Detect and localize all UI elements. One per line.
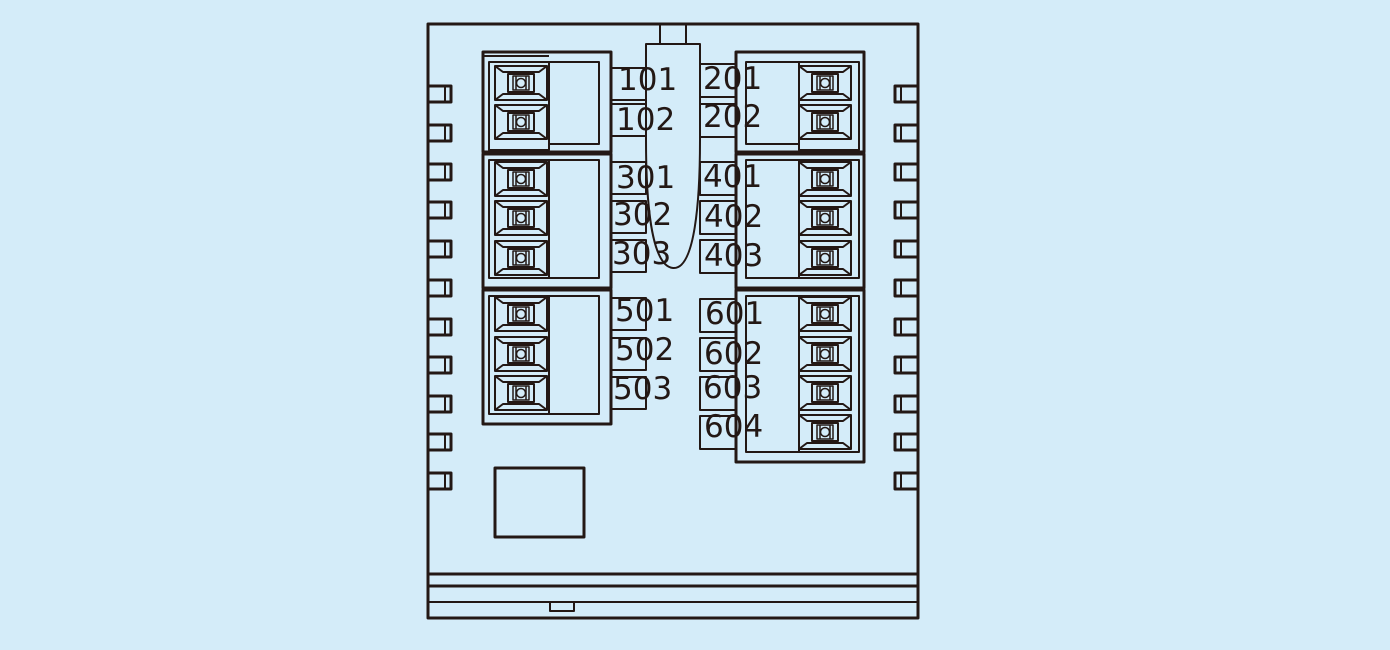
mounting-tab-left	[428, 123, 453, 143]
terminal-label-tabs	[610, 63, 737, 450]
screw-terminal	[494, 161, 548, 197]
screw-terminal	[494, 104, 548, 140]
label-tab	[610, 376, 647, 410]
terminal-label-403: 403	[704, 238, 763, 274]
mounting-tab-left	[428, 162, 453, 182]
mounting-tab-right	[893, 278, 918, 298]
screw-terminal	[798, 200, 852, 236]
label-tab	[610, 67, 647, 101]
mounting-tab-left	[428, 239, 453, 259]
label-tab	[699, 298, 737, 333]
device-housing	[426, 22, 920, 620]
label-tab	[610, 103, 647, 137]
mounting-tab-right	[893, 355, 918, 375]
terminal-label-202: 202	[703, 99, 762, 135]
label-tab	[699, 376, 737, 411]
terminal-label-501: 501	[615, 293, 674, 329]
mounting-tab-left	[428, 432, 453, 452]
terminal-label-601: 601	[705, 296, 764, 332]
terminal-label-101: 101	[618, 62, 677, 98]
terminal-labels: 101 102 201 202 301 302 303 401 402 403 …	[612, 61, 764, 445]
terminal-label-301: 301	[616, 160, 675, 196]
screw-terminal	[494, 240, 548, 276]
terminal-label-201: 201	[703, 61, 762, 97]
mounting-tab-left	[428, 278, 453, 298]
terminal-label-102: 102	[616, 102, 675, 138]
screw-terminal	[798, 296, 852, 332]
label-tab	[610, 337, 647, 371]
terminal-label-401: 401	[703, 159, 762, 195]
terminal-label-502: 502	[615, 332, 674, 368]
terminal-label-604: 604	[704, 409, 763, 445]
label-tab	[699, 415, 737, 450]
terminal-label-603: 603	[703, 370, 762, 406]
screw-terminal	[494, 296, 548, 332]
label-tab	[610, 200, 647, 234]
mounting-tab-left	[428, 471, 453, 491]
screw-terminal	[798, 375, 852, 411]
terminal-label-402: 402	[704, 199, 763, 235]
terminal-label-503: 503	[613, 371, 672, 407]
label-tab	[699, 63, 737, 98]
label-tab	[610, 239, 647, 273]
label-tab	[610, 161, 647, 195]
mounting-tab-right	[893, 123, 918, 143]
mounting-tab-right	[893, 394, 918, 414]
mounting-tab-right	[893, 200, 918, 220]
mounting-tab-left	[428, 84, 453, 104]
screw-terminal	[798, 104, 852, 140]
label-tab	[699, 337, 737, 372]
mounting-tab-right	[893, 162, 918, 182]
screw-terminal	[798, 414, 852, 450]
label-plate	[493, 466, 586, 539]
mounting-tab-right	[893, 432, 918, 452]
screw-terminal	[798, 336, 852, 372]
mounting-tab-left	[428, 355, 453, 375]
screw-terminals	[494, 65, 852, 450]
terminal-label-302: 302	[613, 197, 672, 233]
left-terminal-block-1	[481, 50, 613, 154]
mounting-tab-right	[893, 84, 918, 104]
mounting-tabs	[428, 84, 918, 491]
screw-terminal	[494, 65, 548, 101]
screw-terminal	[494, 200, 548, 236]
label-tab	[699, 200, 737, 235]
terminal-label-303: 303	[612, 236, 671, 272]
mounting-tab-right	[893, 317, 918, 337]
right-terminal-block-1	[734, 50, 866, 154]
mounting-tab-left	[428, 394, 453, 414]
screw-terminal	[494, 375, 548, 411]
screw-terminal	[798, 65, 852, 101]
label-tab	[699, 161, 737, 196]
label-tab	[610, 297, 647, 331]
mounting-tab-right	[893, 471, 918, 491]
label-tab	[699, 239, 737, 274]
screw-terminal	[798, 161, 852, 197]
label-tab	[699, 103, 737, 138]
mounting-tab-left	[428, 317, 453, 337]
screw-terminal	[798, 240, 852, 276]
mounting-tab-right	[893, 239, 918, 259]
mounting-tab-left	[428, 200, 453, 220]
terminal-label-602: 602	[704, 336, 763, 372]
screw-terminal	[494, 336, 548, 372]
